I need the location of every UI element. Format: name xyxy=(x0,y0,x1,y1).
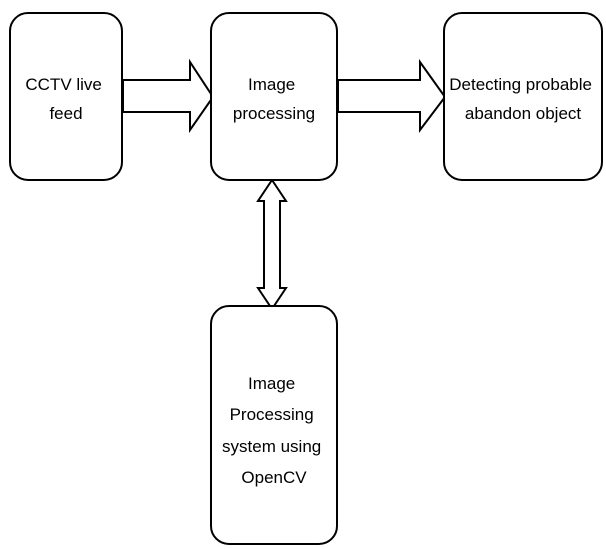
svg-text:Detecting probable aband: Detecting probable abandon object xyxy=(449,75,596,123)
node-image-processing-label-line-1: Image xyxy=(248,75,295,94)
node-opencv-label-line-4: OpenCV xyxy=(241,468,307,487)
node-opencv-label-line-2: Processing xyxy=(230,405,314,424)
node-opencv-system: Image Processing system using OpenCV xyxy=(210,305,338,545)
node-detecting-label-line-1: Detecting probable xyxy=(449,75,592,94)
node-cctv-box xyxy=(9,12,123,181)
node-cctv-live-feed: CCTV live feed xyxy=(9,12,123,181)
node-detecting-abandon-object: Detecting probable abandon object xyxy=(443,12,603,181)
svg-text:Image processing: Image processing xyxy=(233,75,315,123)
node-cctv-label-line-2: feed xyxy=(49,104,82,123)
node-image-processing-label-line-2: processing xyxy=(233,104,315,123)
node-image-processing: Image processing xyxy=(210,12,338,181)
svg-text:Image Processing s: Image Processing system using OpenCV xyxy=(222,374,326,487)
node-detecting-box xyxy=(443,12,603,181)
arrow-image-processing-to-detecting xyxy=(337,58,447,133)
node-opencv-box xyxy=(210,305,338,545)
node-opencv-label-line-1: Image xyxy=(248,374,295,393)
node-image-processing-box xyxy=(210,12,338,181)
node-cctv-label-line-1: CCTV live xyxy=(25,75,102,94)
node-detecting-label-line-2: abandon object xyxy=(465,104,582,123)
svg-text:CCTV live feed: CCTV live feed xyxy=(25,75,106,123)
arrow-cctv-to-image-processing xyxy=(122,58,215,134)
double-arrow-image-processing-opencv xyxy=(256,178,288,311)
node-opencv-label-line-3: system using xyxy=(222,437,321,456)
